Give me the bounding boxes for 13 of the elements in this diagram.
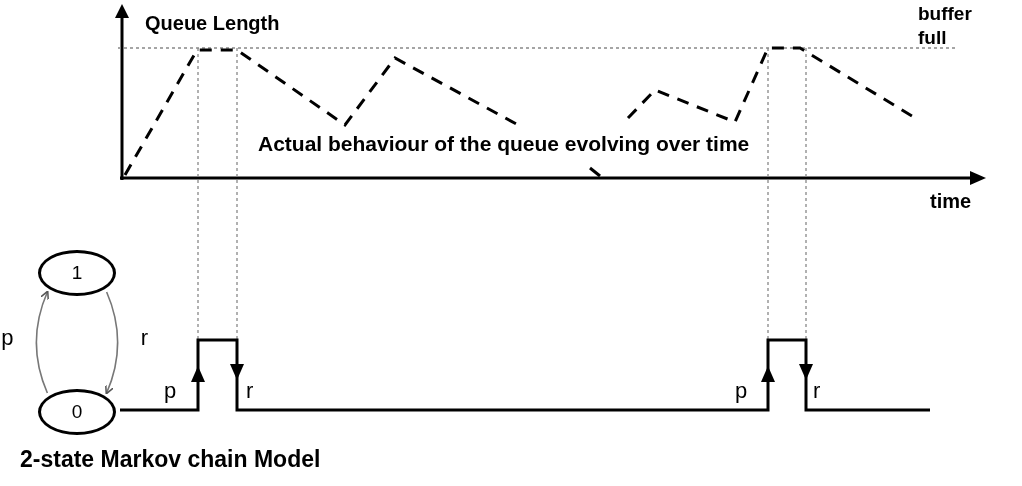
axis-label: time: [930, 189, 972, 214]
chart-caption: Actual behaviour of the queue evolving over time: [258, 131, 750, 157]
transition-label: p: [735, 377, 748, 405]
axis-label: Queue Length: [145, 11, 280, 36]
state-ellipse: 0: [38, 389, 116, 435]
transition-arrow: [35, 290, 50, 394]
axis-label: buffer full: [918, 2, 973, 50]
state-ellipse: 1: [38, 250, 116, 296]
transition-arrow: [104, 291, 119, 395]
transition-label: r: [246, 377, 254, 405]
model-caption: 2-state Markov chain Model: [20, 445, 321, 474]
transition-label: r: [813, 377, 821, 405]
transition-label: p: [164, 377, 177, 405]
